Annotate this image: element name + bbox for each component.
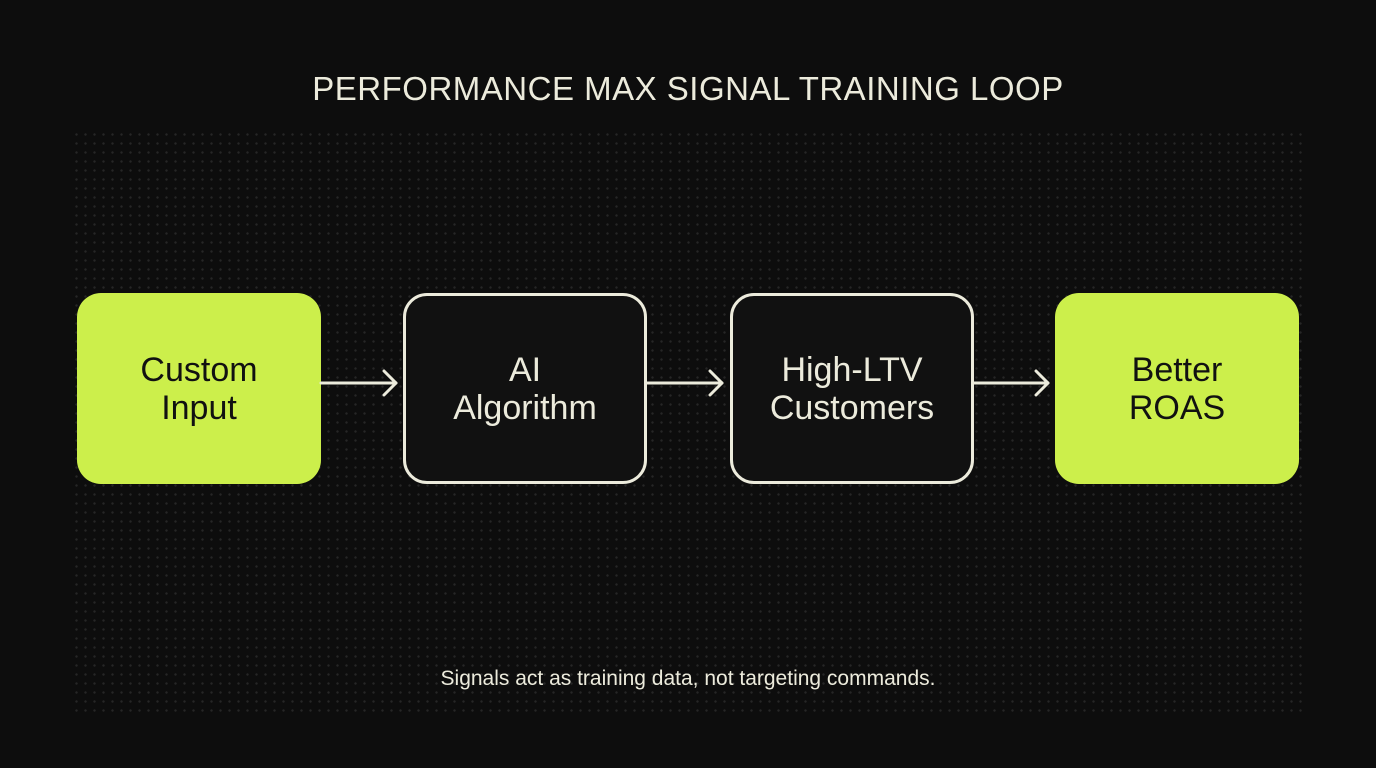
node-label-line: AI [508,350,542,389]
node-custom-input: Custom Input [77,293,321,484]
arrow-custom-input-to-ai-algorithm [319,369,398,397]
node-high-ltv-customers: High-LTV Customers [730,293,974,484]
node-label-line: Input [161,388,237,427]
node-label-line: Custom [140,350,258,389]
node-label-line: Algorithm [453,388,597,427]
diagram-caption: Signals act as training data, not target… [440,667,936,690]
node-label-line: Better [1131,350,1223,389]
node-label-line: High-LTV [781,350,923,389]
node-label-line: ROAS [1128,388,1226,427]
arrow-high-ltv-customers-to-better-roas [971,369,1050,397]
node-label-line: Customers [769,388,935,427]
diagram-title: PERFORMANCE MAX SIGNAL TRAINING LOOP [312,70,1064,107]
node-better-roas: Better ROAS [1055,293,1299,484]
arrow-ai-algorithm-to-high-ltv-customers [644,369,724,397]
node-ai-algorithm: AI Algorithm [403,293,647,484]
